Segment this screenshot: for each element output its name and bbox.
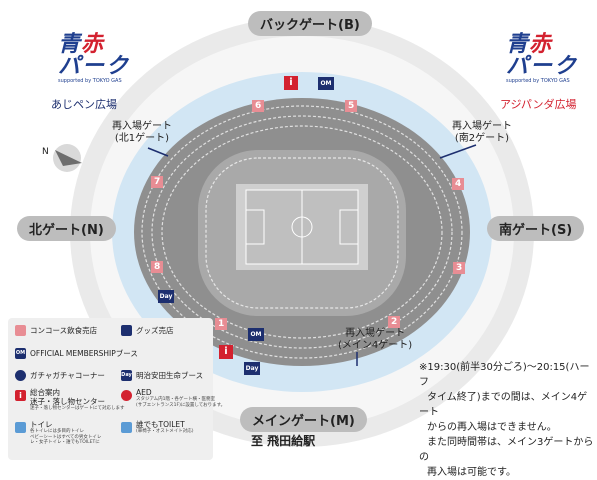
- stand-rows-2: [151, 115, 453, 349]
- store-marker-1: 1: [218, 319, 225, 329]
- south-gate-label: 南ゲート(S): [487, 216, 585, 241]
- logo-char-blue: 青: [58, 32, 82, 57]
- back-gate-label: バックゲート(B): [248, 11, 372, 36]
- legend-official: OFFICIAL MEMBERSHIPブース: [30, 349, 138, 358]
- logo-char-red: 赤: [81, 32, 105, 57]
- note-line4: また同時間帯は、メイン3ゲートからの: [419, 437, 594, 463]
- logo-char-blue: 青: [506, 32, 530, 57]
- aed-sub2: (サブエントランス1F)に設置しております。: [136, 402, 226, 408]
- store-marker-2: 2: [391, 317, 398, 327]
- north-gate-label: 北ゲート(N): [17, 216, 116, 241]
- reentry-line2: (メイン4ゲート): [338, 340, 413, 351]
- reentry-line2: (南2ゲート): [454, 133, 510, 144]
- station-direction-label: 至 飛田給駅: [251, 434, 316, 448]
- om-booth-icon-top: OM: [318, 77, 334, 90]
- north-reentry-label: 再入場ゲート (北1ゲート): [112, 121, 172, 145]
- store-marker-5: 5: [348, 101, 355, 111]
- logo-char-red: 赤: [529, 32, 553, 57]
- toilet-icon: [15, 422, 26, 433]
- store-marker-8: 8: [154, 262, 161, 272]
- note-line3: からの再入場はできません。: [427, 422, 557, 433]
- store-marker-3: 3: [456, 263, 463, 273]
- toilet-sub3: レ・女子トイレ・誰でもTOILETに: [30, 440, 100, 445]
- toilet-sub1: 各トイレには多目的トイレ: [30, 429, 84, 434]
- reentry-line2: (北1ゲート): [114, 133, 170, 144]
- om-booth-icon: OM: [15, 348, 26, 359]
- info-icon-top: i: [284, 76, 298, 90]
- legend-concourse: コンコース飲食売店: [30, 326, 98, 335]
- logo-sponsor: supported by TOKYO GAS: [506, 78, 570, 84]
- info-title: 総合案内: [30, 388, 60, 397]
- anyone-sub: (車椅子・オストメイト対応): [136, 429, 194, 434]
- logo-sponsor: supported by TOKYO GAS: [58, 78, 122, 84]
- north-reentry-arrow: [147, 147, 169, 157]
- reentry-note: ※19:30(前半30分ごろ)〜20:15(ハーフ タイム終了)までの間は、メイ…: [419, 360, 597, 480]
- info-icon-bottom: i: [219, 345, 233, 359]
- park-name-left: あじペン広場: [51, 98, 117, 111]
- aed-sub1: スタジアム内1階・各ゲート横・医務室: [136, 397, 216, 402]
- penalty-area-right: [339, 209, 359, 245]
- store-marker-6: 6: [255, 101, 262, 111]
- day-booth-icon-left: Day: [158, 290, 174, 303]
- toilet-sub2: ベビーシートはすべての男女トイレ: [30, 434, 102, 440]
- logo-bottom: パーク: [506, 54, 579, 79]
- legend-aed: AED スタジアム内1階・各ゲート横・医務室 (サブエントランス1F)に設置して…: [136, 388, 225, 408]
- goods-store-icon: [121, 325, 132, 336]
- compass-north-label: N: [42, 147, 49, 157]
- legend-gacha: ガチャガチャコーナー: [30, 371, 105, 380]
- toilet-title: トイレ: [30, 420, 53, 429]
- legend-info: 総合案内 迷子・落し物センター 迷子・落し物センターはゲートにて対応します: [30, 388, 125, 412]
- note-line5: 再入場は可能です。: [427, 467, 516, 478]
- aed-icon: [121, 390, 132, 401]
- aed-title: AED: [136, 388, 152, 397]
- south-reentry-arrow: [439, 144, 477, 159]
- day-booth-icon: Day: [121, 370, 132, 381]
- anyone-title: 誰でもTOILET: [136, 420, 185, 429]
- reentry-line1: 再入場ゲート: [112, 121, 172, 132]
- store-markers: [151, 100, 465, 330]
- aoaka-park-logo-right: 青赤 パーク supported by TOKYO GAS: [506, 32, 579, 85]
- stand-rows-3: [161, 125, 443, 339]
- note-line2: タイム終了)までの間は、メイン4ゲート: [419, 392, 588, 418]
- lower-stand-rows: [205, 157, 399, 309]
- main-reentry-label: 再入場ゲート (メイン4ゲート): [338, 328, 412, 352]
- legend-goods: グッズ売店: [136, 326, 174, 335]
- day-booth-icon-bottom: Day: [244, 362, 260, 375]
- stand-rows: [141, 105, 463, 359]
- concourse-store-icon: [15, 325, 26, 336]
- south-reentry-label: 再入場ゲート (南2ゲート): [452, 121, 512, 145]
- info-sub: 迷子・落し物センターはゲートにて対応します: [30, 406, 125, 411]
- om-booth-icon-bottom: OM: [248, 328, 264, 341]
- park-name-right: アジパンダ広場: [500, 98, 577, 111]
- center-circle: [291, 216, 313, 238]
- note-line1: ※19:30(前半30分ごろ)〜20:15(ハーフ: [419, 362, 590, 388]
- anyone-toilet-icon: [121, 422, 132, 433]
- main-gate-label: メインゲート(M): [240, 407, 367, 432]
- legend-anyone-toilet: 誰でもTOILET (車椅子・オストメイト対応): [136, 420, 194, 435]
- logo-bottom: パーク: [58, 54, 131, 79]
- compass-icon: [53, 144, 82, 172]
- aoaka-park-logo-left: 青赤 パーク supported by TOKYO GAS: [58, 32, 131, 85]
- store-marker-7: 7: [154, 177, 161, 187]
- reentry-line1: 再入場ゲート: [345, 328, 406, 339]
- info-icon: i: [15, 390, 26, 401]
- map-legend: コンコース飲食売店 グッズ売店 OM OFFICIAL MEMBERSHIPブー…: [8, 318, 225, 460]
- reentry-line1: 再入場ゲート: [452, 121, 512, 132]
- store-marker-4: 4: [455, 179, 462, 189]
- gacha-icon: [15, 370, 26, 381]
- penalty-area-left: [245, 209, 265, 245]
- legend-meiji: 明治安田生命ブース: [136, 371, 204, 380]
- legend-toilet: トイレ 各トイレには多目的トイレ ベビーシートはすべての男女トイレ レ・女子トイ…: [30, 420, 101, 446]
- info-title2: 迷子・落し物センター: [30, 397, 105, 406]
